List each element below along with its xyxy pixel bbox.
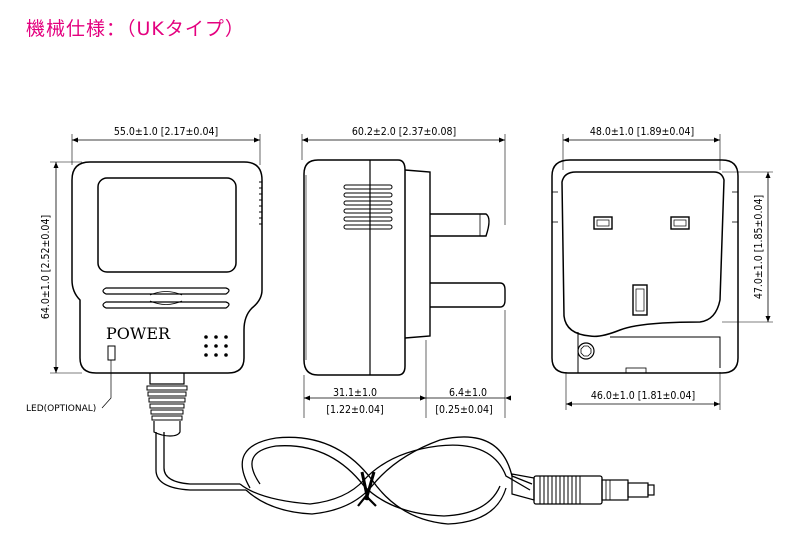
side-view: 60.2±2.0 [2.37±0.08] 31.1±1.0 [1.22±0.0 (301, 126, 511, 418)
rear-live-pin (632, 284, 648, 316)
rear-bottom-dim: 46.0±1.0 [1.81±0.04] (591, 390, 695, 402)
side-pin-length-in: [0.25±0.04] (435, 404, 492, 416)
rear-neutral-pin (670, 216, 690, 230)
side-live-pin (430, 282, 506, 308)
front-side-grooves (259, 181, 262, 225)
front-view: 55.0±1.0 [2.17±0.04] 64.0±1.0 [2.52±0.04… (26, 126, 655, 525)
side-vent-grill (343, 184, 393, 230)
page-title: 機械仕様：（UKタイプ） (26, 18, 245, 40)
dc-plug (511, 473, 655, 505)
led-label: LED(OPTIONAL) (26, 404, 96, 414)
side-body-depth-mm: 31.1±1.0 (333, 387, 377, 399)
front-slot-top (102, 287, 230, 295)
cable-loop (155, 432, 533, 525)
cable-strain-relief (146, 373, 188, 437)
front-width-dim: 55.0±1.0 [2.17±0.04] (114, 126, 218, 138)
side-pin-length-mm: 6.4±1.0 (449, 387, 487, 399)
front-slot-bottom (102, 301, 230, 309)
front-vent-dots (204, 335, 228, 357)
power-label: POWER (106, 324, 171, 343)
side-body-outline (303, 159, 406, 376)
rear-screw (577, 342, 595, 360)
led-leader-line (101, 360, 112, 409)
led-indicator (107, 345, 116, 361)
side-width-dim: 60.2±2.0 [2.37±0.08] (352, 126, 456, 138)
front-label-window (97, 177, 237, 273)
front-height-dim: 64.0±1.0 [2.52±0.04] (40, 215, 52, 319)
rear-view: 48.0±1.0 [1.89±0.04] 47.0±1.0 [1.85±0.04… (551, 126, 773, 410)
side-earth-pin (430, 213, 490, 237)
rear-top-dim: 48.0±1.0 [1.89±0.04] (590, 126, 694, 138)
front-body-outline (71, 161, 263, 374)
side-body-depth-in: [1.22±0.04] (326, 404, 383, 416)
rear-body-outline (551, 159, 739, 374)
rear-height-dim: 47.0±1.0 [1.85±0.04] (753, 195, 765, 299)
rear-earth-pin (593, 216, 613, 230)
side-plug-plate (404, 169, 431, 339)
rear-plug-face (561, 171, 725, 338)
